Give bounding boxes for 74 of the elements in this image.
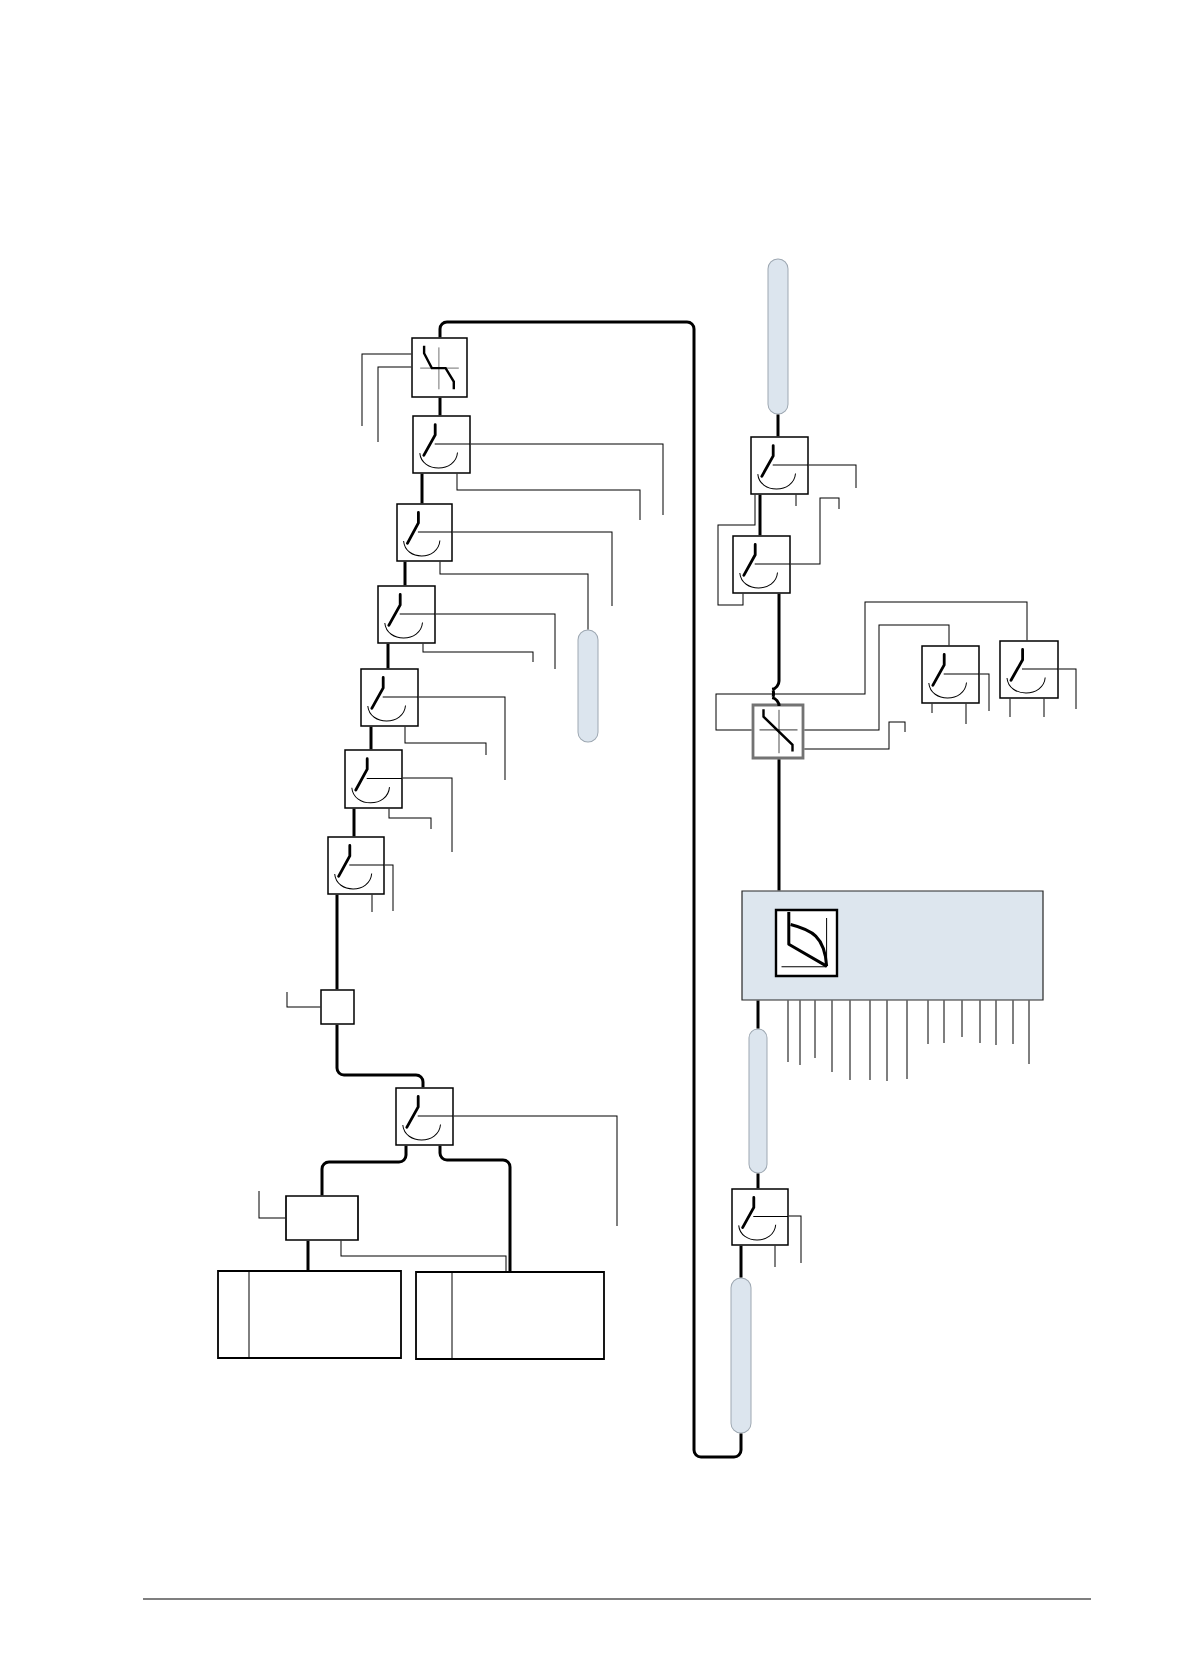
signal-line bbox=[965, 703, 967, 725]
signal-line bbox=[961, 1000, 963, 1038]
cable bbox=[306, 1240, 310, 1271]
wire bbox=[715, 601, 1028, 731]
busbar bbox=[767, 258, 789, 415]
signal-line bbox=[808, 464, 857, 489]
cable bbox=[320, 1145, 408, 1196]
busbar bbox=[748, 1028, 768, 1174]
signal-line bbox=[886, 1000, 888, 1082]
wire bbox=[340, 1240, 507, 1272]
signal-line bbox=[995, 1000, 997, 1046]
signal-line bbox=[787, 1000, 789, 1063]
cable bbox=[756, 1000, 760, 1029]
wire bbox=[717, 494, 756, 606]
cable bbox=[420, 473, 424, 504]
signal-line bbox=[452, 531, 613, 607]
signal-line bbox=[803, 721, 906, 750]
signal-line bbox=[371, 894, 373, 913]
device-box bbox=[320, 989, 355, 1025]
signal-line bbox=[402, 777, 453, 853]
signal-line bbox=[388, 808, 432, 830]
signal-line bbox=[1012, 1000, 1014, 1045]
cable bbox=[770, 593, 781, 708]
signal-line bbox=[927, 1000, 929, 1045]
signal-line bbox=[286, 991, 321, 1008]
signal-line bbox=[979, 673, 990, 712]
wire bbox=[439, 561, 589, 630]
signal-line bbox=[869, 1000, 871, 1081]
cable bbox=[756, 1173, 760, 1189]
signal-line bbox=[361, 353, 412, 427]
cable bbox=[438, 1145, 512, 1272]
signal-line bbox=[943, 1000, 945, 1044]
signal-line bbox=[831, 1000, 833, 1073]
cable bbox=[739, 1245, 743, 1278]
signal-line bbox=[774, 1245, 776, 1268]
cable bbox=[758, 494, 762, 536]
signal-line bbox=[906, 1000, 908, 1080]
signal-line bbox=[435, 613, 556, 670]
cable bbox=[352, 808, 356, 837]
signal-line bbox=[979, 1000, 981, 1044]
signal-line bbox=[384, 864, 394, 912]
cabinet-box bbox=[415, 1271, 605, 1360]
cable bbox=[369, 726, 373, 750]
signal-line bbox=[1043, 698, 1045, 718]
signal-line bbox=[790, 497, 840, 565]
cabinet-box bbox=[217, 1270, 402, 1359]
cable bbox=[776, 414, 780, 437]
signal-line bbox=[788, 1215, 802, 1264]
cable bbox=[335, 1024, 425, 1088]
signal-line bbox=[931, 703, 933, 714]
cable bbox=[386, 643, 390, 669]
cable bbox=[335, 894, 339, 990]
device-box bbox=[285, 1195, 359, 1241]
signal-line bbox=[404, 726, 487, 756]
busbar bbox=[577, 629, 599, 743]
signal-line bbox=[1009, 698, 1011, 718]
signal-line bbox=[1028, 1000, 1030, 1065]
signal-line bbox=[470, 443, 664, 516]
signal-line bbox=[453, 1115, 618, 1227]
cable bbox=[777, 759, 781, 891]
signal-line bbox=[799, 1000, 801, 1066]
signal-line bbox=[1058, 668, 1077, 710]
wire bbox=[803, 624, 950, 731]
signal-line bbox=[422, 643, 534, 663]
signal-line bbox=[849, 1000, 851, 1081]
signal-line bbox=[377, 366, 412, 443]
cable bbox=[438, 397, 442, 416]
signal-line bbox=[418, 696, 506, 781]
busbar bbox=[730, 1277, 752, 1434]
cable bbox=[403, 561, 407, 586]
signal-line bbox=[795, 494, 797, 507]
signal-line bbox=[814, 1000, 816, 1059]
signal-line bbox=[456, 473, 641, 521]
signal-line bbox=[258, 1190, 286, 1219]
